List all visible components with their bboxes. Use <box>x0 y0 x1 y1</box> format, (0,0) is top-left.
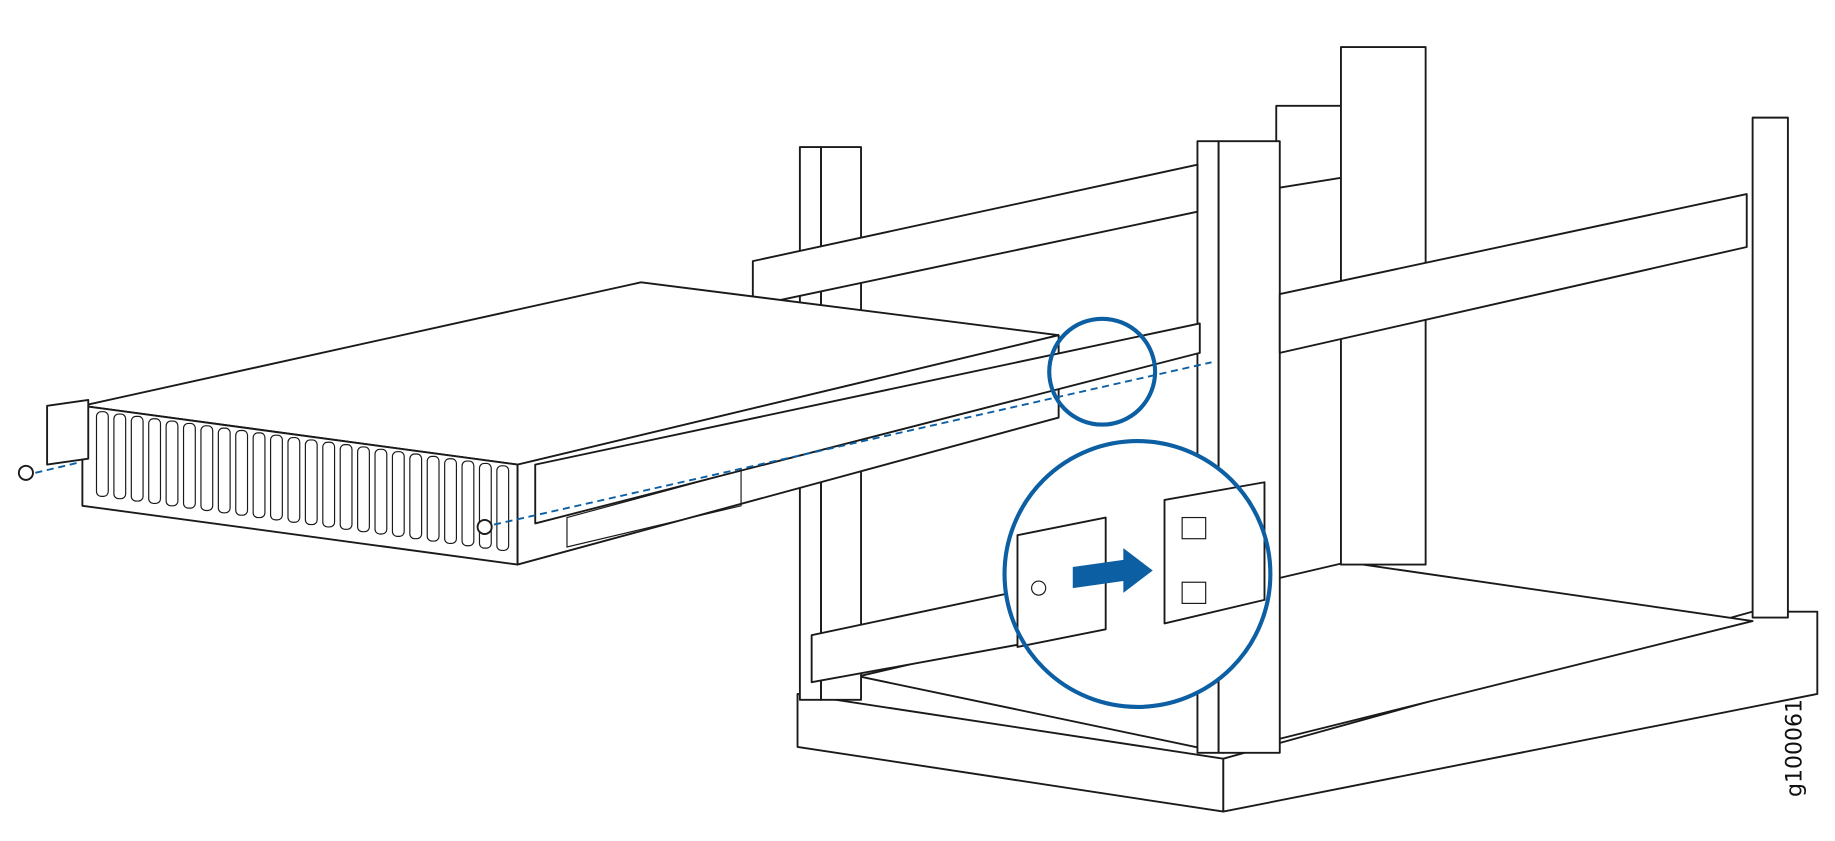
drive-bay <box>374 448 388 535</box>
drive-bay <box>148 418 162 505</box>
figure-id-label: g100061 <box>1780 698 1810 797</box>
drive-bay <box>287 436 301 523</box>
drive-bay <box>391 451 405 537</box>
drive-bay <box>444 458 458 545</box>
drive-bay <box>339 444 353 530</box>
screw-right <box>476 518 493 535</box>
drive-bay <box>322 441 336 528</box>
drive-bay <box>269 434 283 521</box>
drive-bay <box>217 427 231 514</box>
drive-bay <box>357 446 370 533</box>
drive-bay <box>426 455 440 542</box>
drive-bay <box>409 453 423 540</box>
drive-bays: (function(){ const g=document.currentScr… <box>95 411 510 552</box>
drive-bay <box>95 411 109 497</box>
drive-bay <box>113 413 127 500</box>
drive-bay <box>130 415 144 502</box>
screw-guide <box>35 461 81 474</box>
detail-callout-large <box>1002 439 1273 709</box>
drive-bay <box>252 432 266 519</box>
detail-callout-small <box>1047 316 1158 427</box>
figure-id-text: g100061 <box>1782 698 1808 797</box>
drive-bay <box>182 422 196 509</box>
arrow-right-icon <box>1072 548 1153 593</box>
drive-bay <box>461 460 475 547</box>
drive-bay <box>235 429 249 516</box>
screw-guide <box>493 361 1212 526</box>
drive-bay <box>165 420 179 507</box>
drive-bay <box>304 439 318 526</box>
drive-bay <box>496 465 510 552</box>
drive-bay <box>200 425 214 512</box>
screw-left <box>17 464 34 481</box>
drive-bay <box>478 462 492 549</box>
